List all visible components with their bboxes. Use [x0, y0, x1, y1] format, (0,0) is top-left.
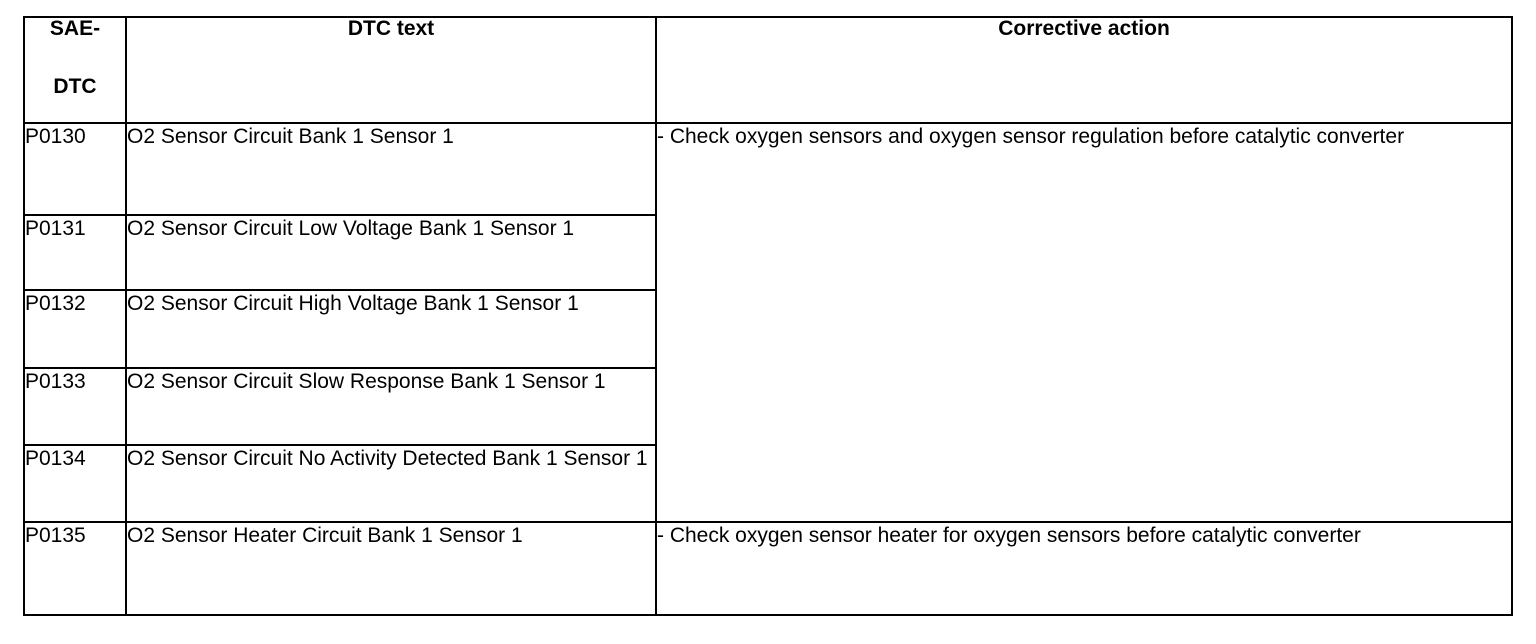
column-header-corrective-action: Corrective action	[655, 16, 1513, 124]
cell-dtc-text: O2 Sensor Circuit Slow Response Bank 1 S…	[125, 367, 657, 446]
cell-dtc-text: O2 Sensor Circuit Bank 1 Sensor 1	[125, 122, 657, 216]
column-header-sae-dtc: SAE- DTC	[23, 16, 127, 124]
table-header: SAE- DTC DTC text Corrective action	[23, 16, 1513, 124]
cell-sae-dtc-code: P0133	[23, 367, 127, 446]
table-row: P0133 O2 Sensor Circuit Slow Response Ba…	[23, 367, 1512, 446]
cell-sae-dtc-code: P0135	[23, 521, 127, 616]
column-header-sae-dtc-line2: DTC	[53, 75, 97, 99]
column-header-sae-dtc-line1: SAE-	[49, 17, 101, 40]
column-header-dtc-text: DTC text	[125, 16, 657, 124]
cell-sae-dtc-code: P0131	[23, 214, 127, 291]
table-row: P0135 O2 Sensor Heater Circuit Bank 1 Se…	[23, 521, 1513, 616]
cell-dtc-text: O2 Sensor Heater Circuit Bank 1 Sensor 1	[125, 521, 657, 616]
cell-dtc-text: O2 Sensor Circuit High Voltage Bank 1 Se…	[125, 289, 657, 369]
table-row: P0130 O2 Sensor Circuit Bank 1 Sensor 1 …	[23, 122, 1513, 523]
table-row: P0131 O2 Sensor Circuit Low Voltage Bank…	[23, 214, 1512, 291]
table-header-row: SAE- DTC DTC text Corrective action	[23, 16, 1513, 124]
table-row: P0134 O2 Sensor Circuit No Activity Dete…	[23, 444, 1512, 523]
cell-sae-dtc-code: P0132	[23, 289, 127, 369]
cell-corrective-action: - Check oxygen sensor heater for oxygen …	[655, 521, 1513, 616]
cell-dtc-text: O2 Sensor Circuit Low Voltage Bank 1 Sen…	[125, 214, 657, 291]
cell-sae-dtc-code: P0130	[23, 122, 127, 216]
dtc-reference-table: SAE- DTC DTC text Corrective action P013…	[23, 16, 1513, 616]
cell-sae-dtc-code: P0134	[23, 444, 127, 523]
table-body: P0130 O2 Sensor Circuit Bank 1 Sensor 1 …	[23, 122, 1513, 616]
cell-corrective-action-merged: - Check oxygen sensors and oxygen sensor…	[655, 122, 1513, 523]
cell-dtc-text: O2 Sensor Circuit No Activity Detected B…	[125, 444, 657, 523]
table-row: P0132 O2 Sensor Circuit High Voltage Ban…	[23, 289, 1512, 369]
